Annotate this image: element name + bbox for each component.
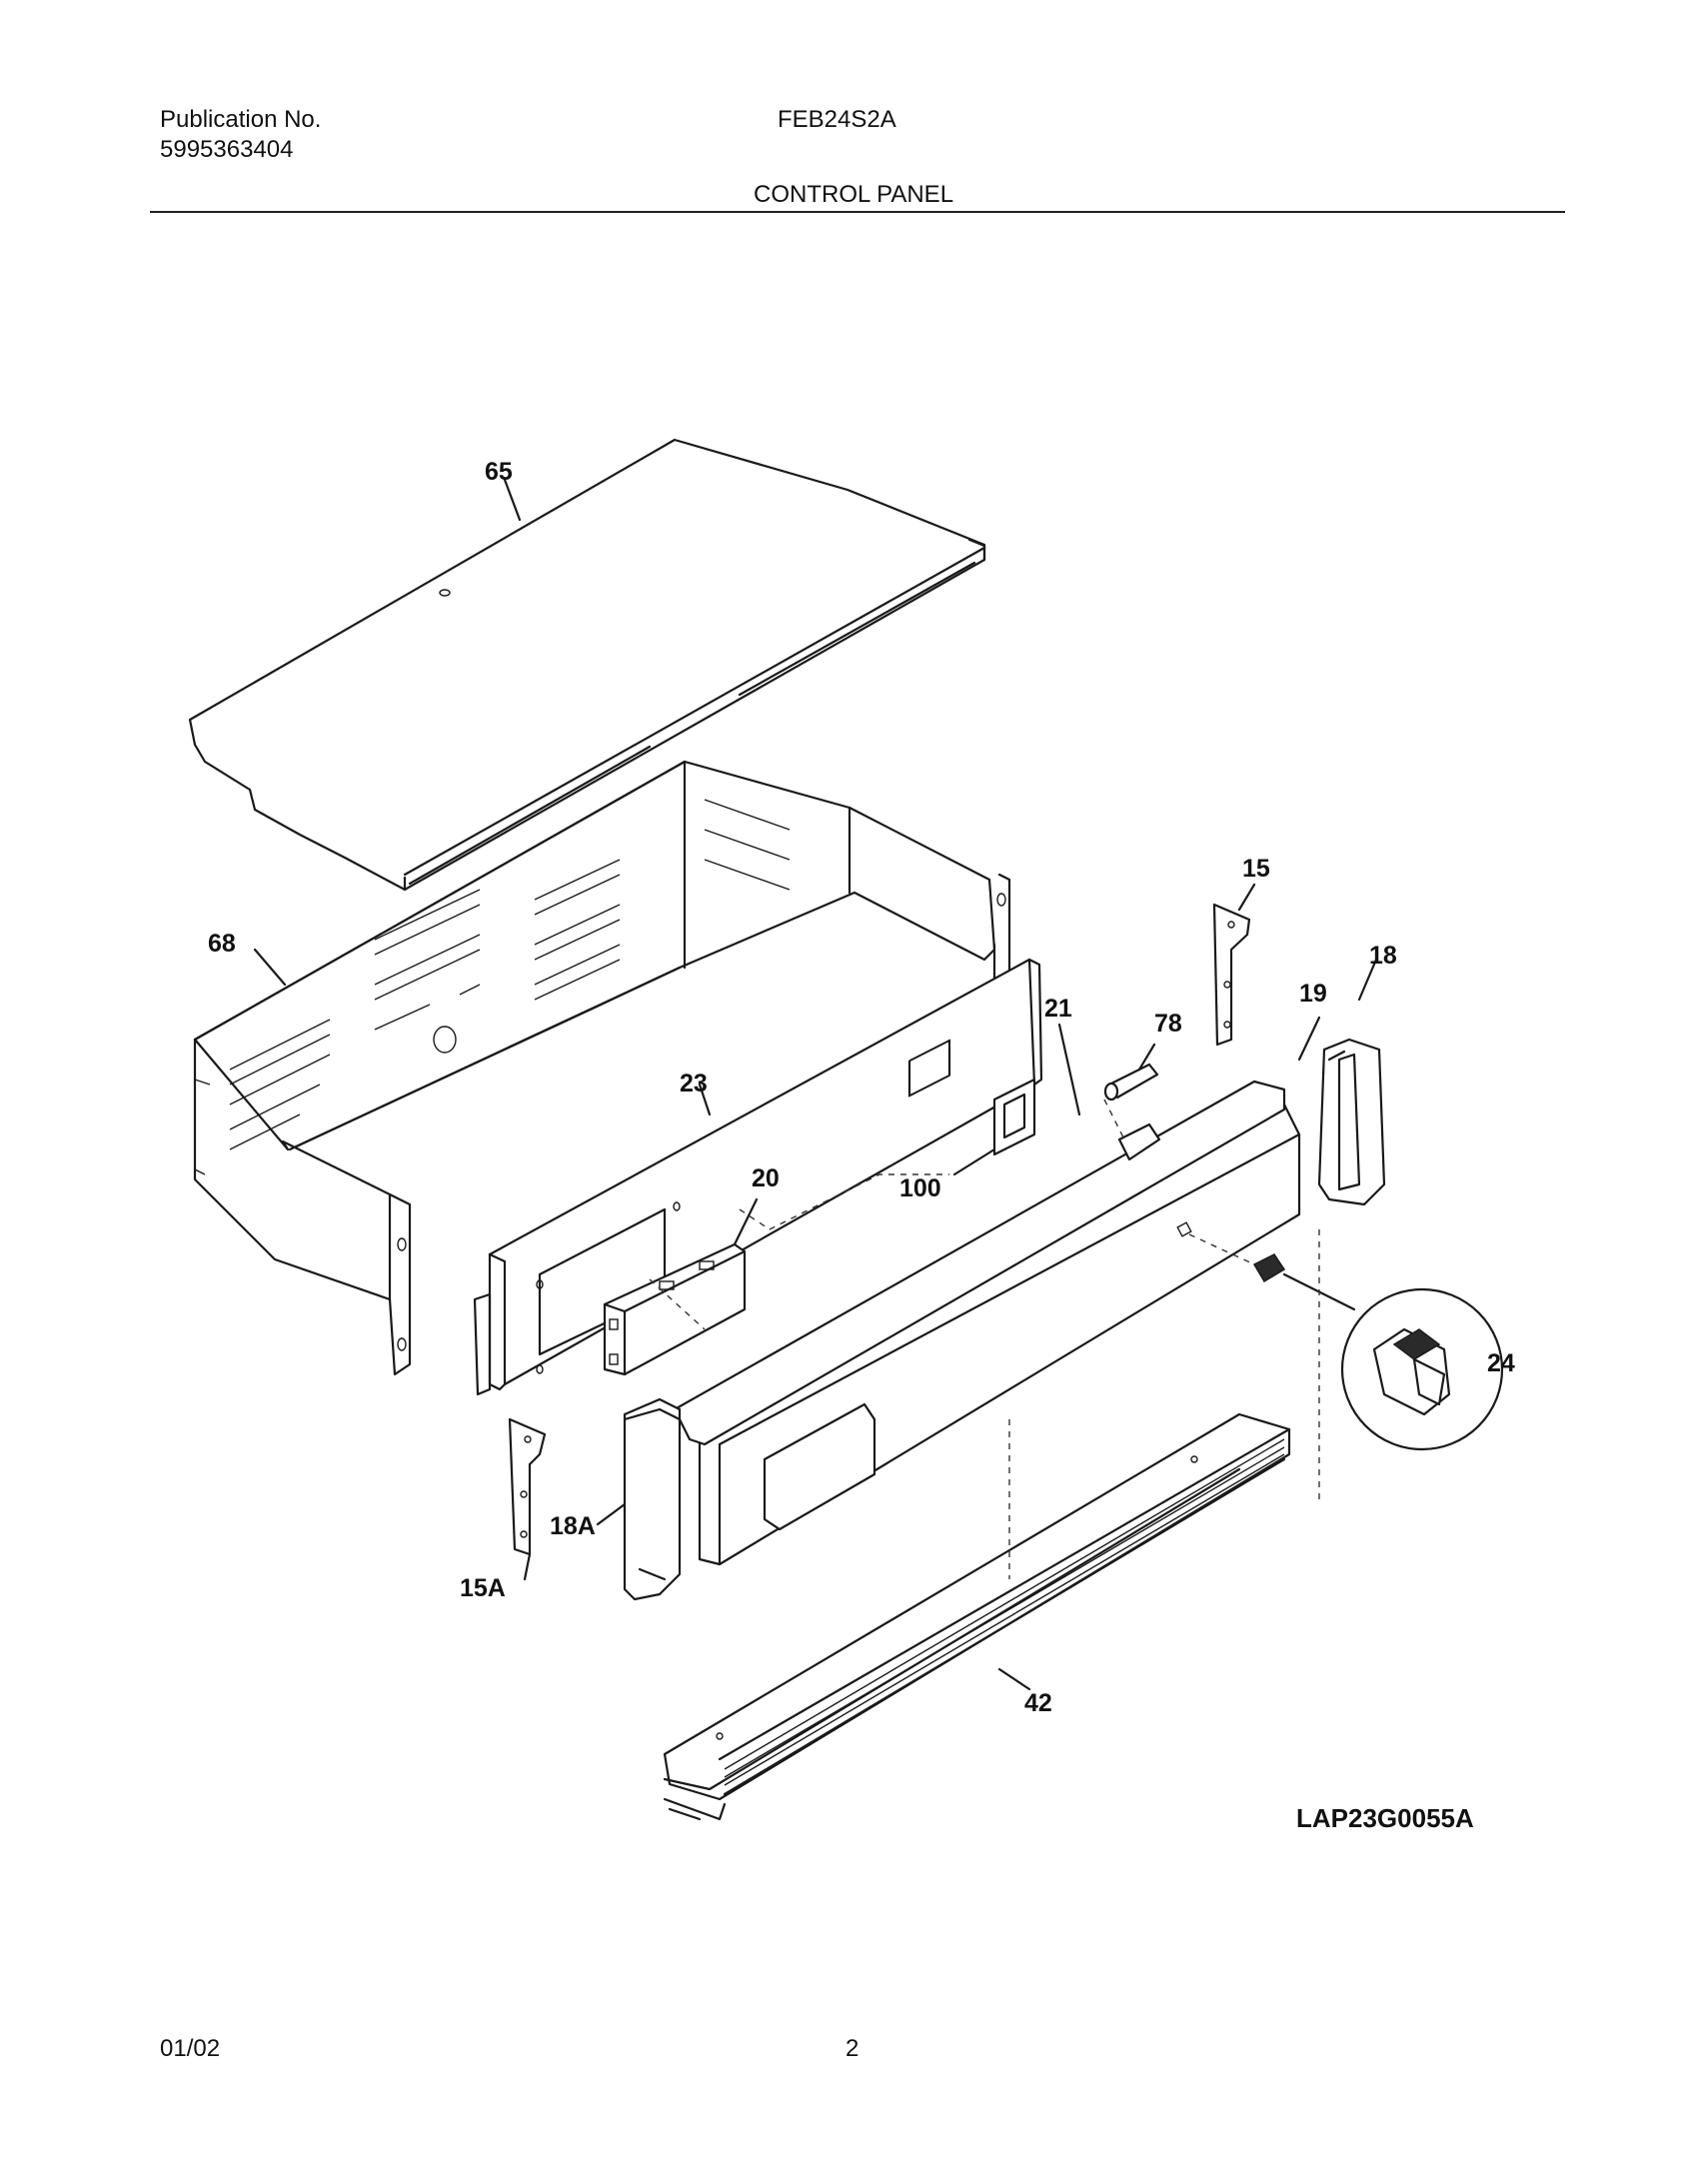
- header-rule: [150, 211, 1565, 213]
- part-78-plunger: [1103, 1063, 1159, 1101]
- callout-42: 42: [1024, 1689, 1052, 1717]
- section-title: CONTROL PANEL: [754, 181, 954, 208]
- footer-date: 01/02: [160, 2035, 221, 2062]
- callout-15: 15: [1242, 855, 1270, 883]
- callout-68: 68: [208, 930, 236, 958]
- callout-18a: 18A: [550, 1512, 596, 1540]
- page-number: 2: [846, 2035, 859, 2062]
- part-15a-bracket: [508, 1417, 547, 1556]
- part-65-top-panel: [188, 438, 986, 892]
- callout-18: 18: [1369, 942, 1397, 970]
- callout-15a: 15A: [460, 1574, 506, 1602]
- drawing-id: LAP23G0055A: [1296, 1803, 1474, 1833]
- publication-label: Publication No.: [160, 106, 322, 133]
- part-100-gasket: [992, 1078, 1036, 1156]
- part-68-box: [193, 760, 1011, 1376]
- part-18-end-cap: [1317, 1038, 1386, 1206]
- part-23-rear-panel: [473, 958, 1043, 1396]
- part-18a-end-cap: [623, 1397, 682, 1601]
- model-number: FEB24S2A: [778, 106, 896, 133]
- callout-23: 23: [680, 1070, 708, 1097]
- callout-100: 100: [899, 1174, 941, 1202]
- callout-20: 20: [752, 1164, 780, 1192]
- callout-21: 21: [1044, 995, 1072, 1023]
- callout-78: 78: [1154, 1010, 1182, 1038]
- part-42-rail: [663, 1412, 1291, 1821]
- callout-19: 19: [1299, 980, 1327, 1008]
- part-15-bracket: [1212, 903, 1251, 1047]
- part-21-front-panel: [673, 1080, 1301, 1566]
- part-24-switch: [1252, 1253, 1504, 1451]
- publication-number: 5995363404: [160, 136, 294, 163]
- callout-24: 24: [1487, 1349, 1515, 1377]
- callout-65: 65: [485, 458, 513, 486]
